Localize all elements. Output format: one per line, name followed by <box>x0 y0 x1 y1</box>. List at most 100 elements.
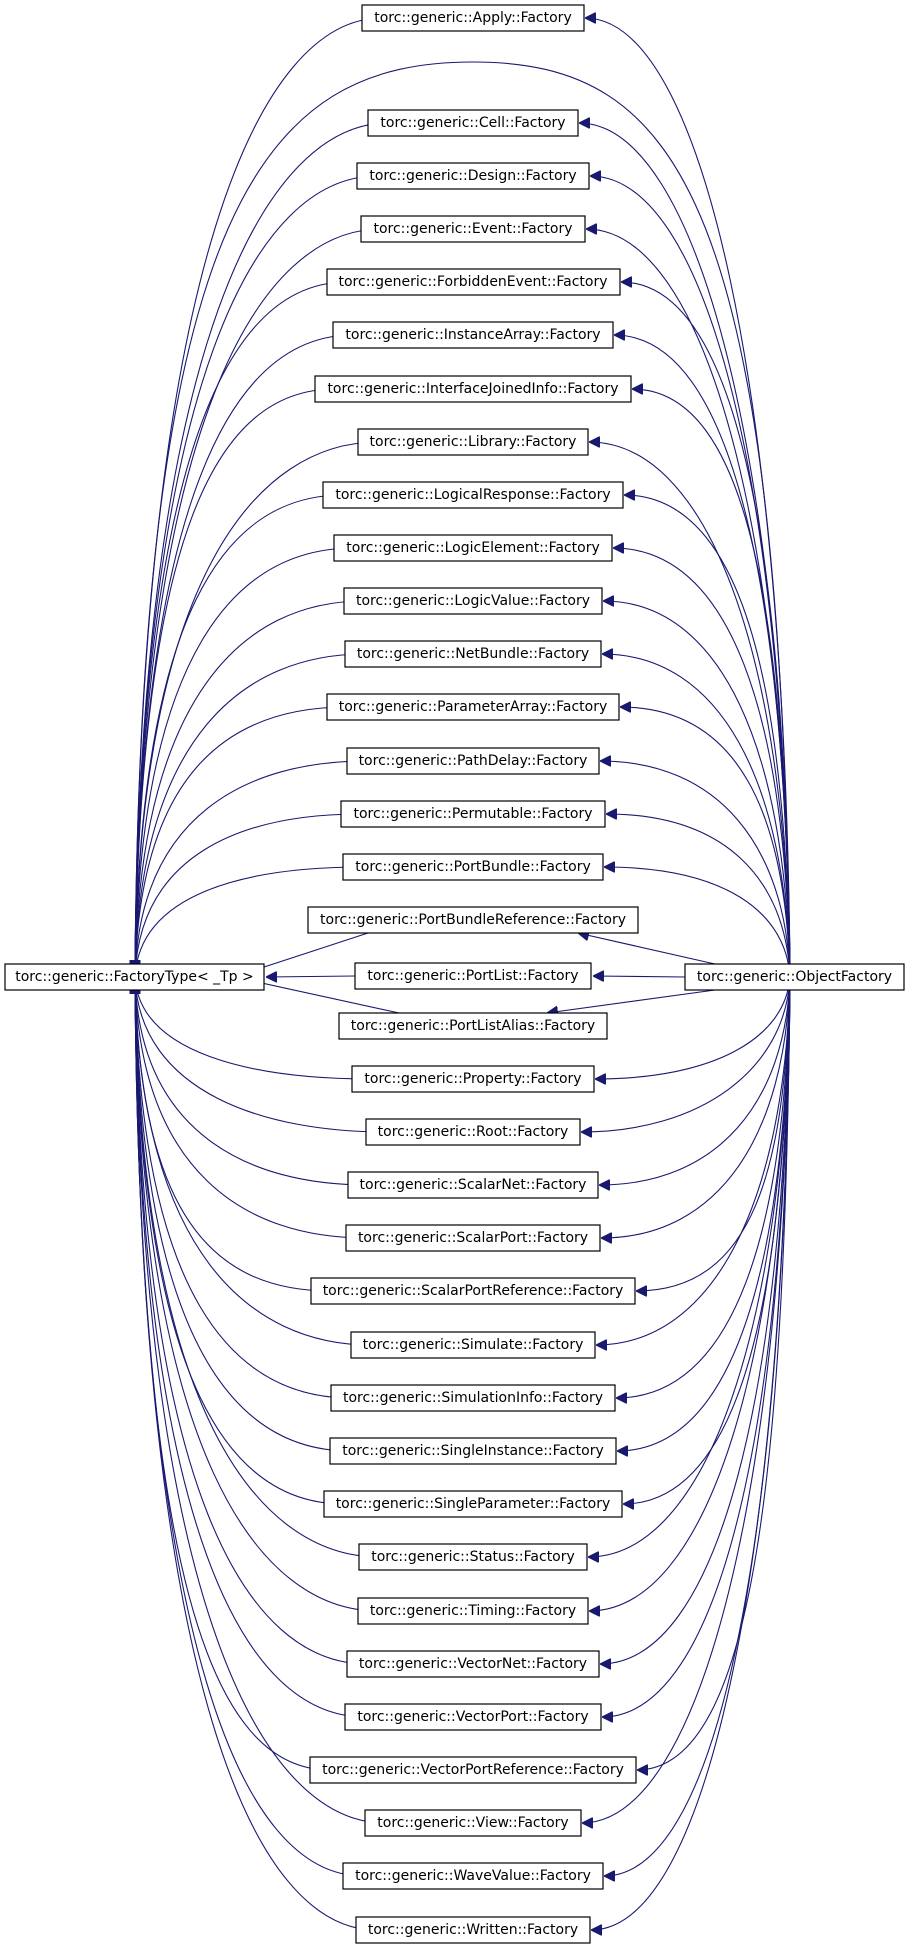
node-factory[interactable]: torc::generic::SimulationInfo::Factory <box>330 1384 616 1412</box>
node-label: torc::generic::Written::Factory <box>368 1922 578 1938</box>
node-object-factory[interactable]: torc::generic::ObjectFactory <box>684 963 905 991</box>
node-label: torc::generic::LogicalResponse::Factory <box>335 487 610 503</box>
node-label: torc::generic::LogicValue::Factory <box>356 593 590 609</box>
node-label: torc::generic::PathDelay::Factory <box>359 753 588 769</box>
edge-to-factory-type <box>135 494 344 974</box>
node-label: torc::generic::ForbiddenEvent::Factory <box>339 274 608 290</box>
node-label: torc::generic::ScalarPort::Factory <box>358 1230 588 1246</box>
node-label: torc::generic::Apply::Factory <box>374 10 571 26</box>
node-factory[interactable]: torc::generic::Library::Factory <box>357 428 589 456</box>
edge-to-factory-type <box>135 982 331 1771</box>
node-label: torc::generic::FactoryType< _Tp > <box>15 969 254 985</box>
node-label: torc::generic::VectorPortReference::Fact… <box>322 1762 624 1778</box>
node-factory[interactable]: torc::generic::PortBundle::Factory <box>342 853 604 881</box>
node-factory[interactable]: torc::generic::PathDelay::Factory <box>346 747 600 775</box>
node-label: torc::generic::Library::Factory <box>370 434 577 450</box>
node-label: torc::generic::Timing::Factory <box>370 1603 576 1619</box>
node-label: torc::generic::Design::Factory <box>369 168 576 184</box>
node-label: torc::generic::SingleInstance::Factory <box>342 1443 604 1459</box>
node-factory[interactable]: torc::generic::View::Factory <box>364 1809 582 1837</box>
node-factory[interactable]: torc::generic::LogicalResponse::Factory <box>322 481 624 509</box>
node-factory[interactable]: torc::generic::ForbiddenEvent::Factory <box>326 268 621 296</box>
node-factory[interactable]: torc::generic::Event::Factory <box>360 215 586 243</box>
node-factory[interactable]: torc::generic::VectorPortReference::Fact… <box>309 1756 637 1784</box>
edge-to-factory-type <box>135 982 366 1718</box>
node-factory[interactable]: torc::generic::Simulate::Factory <box>350 1331 596 1359</box>
edge-from-object-factory <box>604 867 791 977</box>
node-factory[interactable]: torc::generic::PortBundleReference::Fact… <box>307 906 639 934</box>
node-factory[interactable]: torc::generic::Design::Factory <box>356 162 590 190</box>
node-label: torc::generic::SimulationInfo::Factory <box>343 1390 603 1406</box>
edge-to-factory-type <box>135 653 366 975</box>
node-factory[interactable]: torc::generic::Apply::Factory <box>361 4 585 32</box>
node-factory[interactable]: torc::generic::ParameterArray::Factory <box>326 693 620 721</box>
node-factory[interactable]: torc::generic::PortList::Factory <box>354 962 592 990</box>
node-factory[interactable]: torc::generic::NetBundle::Factory <box>344 640 602 668</box>
node-factory[interactable]: torc::generic::Status::Factory <box>358 1543 588 1571</box>
edge-to-factory-type <box>135 547 355 974</box>
node-factory[interactable]: torc::generic::Property::Factory <box>351 1065 595 1093</box>
node-factory[interactable]: torc::generic::InstanceArray::Factory <box>332 321 614 349</box>
edge-from-object-factory <box>623 979 791 1504</box>
node-label: torc::generic::Permutable::Factory <box>353 806 592 822</box>
node-factory[interactable]: torc::generic::ScalarNet::Factory <box>347 1171 599 1199</box>
node-factory[interactable]: torc::generic::SingleInstance::Factory <box>329 1437 617 1465</box>
node-factory[interactable]: torc::generic::Cell::Factory <box>367 109 579 137</box>
node-label: torc::generic::PortList::Factory <box>367 968 578 984</box>
edge-to-factory-type <box>135 813 362 976</box>
node-factory[interactable]: torc::generic::Permutable::Factory <box>340 800 606 828</box>
edge-to-factory-type <box>135 980 351 1452</box>
edge-to-factory-type <box>135 866 364 976</box>
node-factory[interactable]: torc::generic::InterfaceJoinedInfo::Fact… <box>314 375 632 403</box>
node-label: torc::generic::InterfaceJoinedInfo::Fact… <box>327 381 618 397</box>
node-factory[interactable]: torc::generic::SingleParameter::Factory <box>323 1490 623 1518</box>
edge-from-object-factory <box>599 977 791 1185</box>
edge-to-factory-type <box>135 980 352 1399</box>
node-factory[interactable]: torc::generic::Timing::Factory <box>357 1597 589 1625</box>
node-factory[interactable]: torc::generic::ScalarPortReference::Fact… <box>310 1277 636 1305</box>
edge-to-factory-type <box>135 281 348 972</box>
node-factory[interactable]: torc::generic::ScalarPort::Factory <box>345 1224 601 1252</box>
node-factory[interactable]: torc::generic::WaveValue::Factory <box>342 1862 604 1890</box>
edge-from-object-factory <box>632 389 791 974</box>
edge-to-factory-type <box>135 981 380 1558</box>
node-label: torc::generic::Simulate::Factory <box>363 1337 584 1353</box>
node-factory[interactable]: torc::generic::VectorNet::Factory <box>346 1650 600 1678</box>
node-label: torc::generic::Property::Factory <box>364 1071 581 1087</box>
node-label: torc::generic::ScalarPortReference::Fact… <box>323 1283 624 1299</box>
edge-to-factory-type <box>135 706 348 975</box>
edge-to-factory-type <box>135 981 368 1665</box>
edge-from-object-factory <box>602 980 791 1717</box>
node-factory[interactable]: torc::generic::LogicValue::Factory <box>343 587 603 615</box>
edge-from-object-factory <box>621 282 791 973</box>
edge-to-factory-type <box>135 600 365 974</box>
node-label: torc::generic::PortBundle::Factory <box>355 859 590 875</box>
node-label: torc::generic::VectorNet::Factory <box>359 1656 587 1672</box>
edge-from-object-factory <box>596 978 791 1345</box>
node-label: torc::generic::InstanceArray::Factory <box>345 327 600 343</box>
node-label: torc::generic::ParameterArray::Factory <box>339 699 608 715</box>
edge-from-object-factory <box>602 654 791 975</box>
edge-from-object-factory <box>547 989 716 1013</box>
edge-from-object-factory <box>589 980 791 1611</box>
node-factory[interactable]: torc::generic::Root::Factory <box>365 1118 581 1146</box>
edge-to-factory-type <box>135 981 379 1612</box>
node-label: torc::generic::SingleParameter::Factory <box>336 1496 611 1512</box>
edge-to-factory-type <box>135 388 336 973</box>
node-label: torc::generic::Status::Factory <box>371 1549 575 1565</box>
edge-from-object-factory <box>613 548 791 975</box>
node-label: torc::generic::VectorPort::Factory <box>357 1709 588 1725</box>
node-factory-type[interactable]: torc::generic::FactoryType< _Tp > <box>4 963 265 991</box>
edge-to-factory-type <box>135 978 387 1133</box>
edge-to-factory-type <box>135 982 386 1824</box>
node-label: torc::generic::WaveValue::Factory <box>355 1868 591 1884</box>
edge-from-object-factory <box>616 979 791 1398</box>
edge-from-object-factory <box>624 495 791 975</box>
edge-from-object-factory <box>595 977 791 1079</box>
edge-from-object-factory <box>604 981 791 1876</box>
node-factory[interactable]: torc::generic::PortListAlias::Factory <box>338 1012 608 1040</box>
node-factory[interactable]: torc::generic::Written::Factory <box>355 1916 591 1944</box>
node-factory[interactable]: torc::generic::VectorPort::Factory <box>344 1703 602 1731</box>
node-factory[interactable]: torc::generic::LogicElement::Factory <box>333 534 613 562</box>
